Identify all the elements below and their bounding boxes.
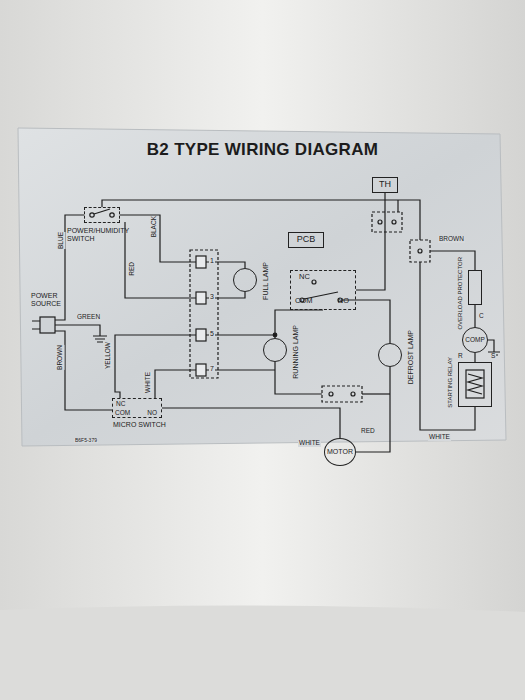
node-text: COMP — [465, 336, 485, 343]
node-text: NC — [299, 273, 310, 281]
lamp-symbol: RUNNING LAMP — [263, 338, 287, 362]
pin-name: C — [478, 313, 485, 320]
wire-label: POWER SOURCE — [30, 292, 72, 308]
node-text: OVERLOAD PROTECTOR — [457, 257, 464, 330]
node-text: NO — [147, 409, 157, 416]
relay-box: NC COM NO — [290, 270, 356, 310]
wire-label: WHITE — [428, 434, 451, 441]
node-text: STARTING RELAY — [447, 357, 454, 408]
terminal-number: 5 — [209, 330, 215, 337]
wire-label: BROWN — [56, 345, 65, 370]
base-shadow — [0, 605, 525, 700]
lamp-symbol: DEFROST LAMP — [378, 343, 402, 367]
wire-connector — [356, 193, 385, 290]
lamp-symbol: FULL LAMP — [233, 268, 257, 292]
wire-label: BROWN — [438, 236, 465, 243]
pin-name: S — [490, 353, 496, 360]
wire-label: WHITE — [298, 440, 321, 447]
compressor-symbol: COMP — [462, 327, 488, 353]
terminal-number: 7 — [209, 365, 215, 372]
node-text: TH — [379, 180, 391, 190]
thermostat-box: TH — [372, 177, 398, 193]
wire-label: YELLOW — [104, 342, 113, 369]
wire-label: BLACK — [150, 216, 159, 237]
relay-box: STARTING RELAY — [458, 362, 492, 407]
terminal-number: 1 — [209, 257, 215, 264]
pin-name: R — [457, 353, 464, 360]
wire-label: GREEN — [76, 314, 101, 321]
wire-label: RED — [128, 262, 137, 276]
node-text: NC — [116, 400, 125, 407]
wire-connector — [475, 353, 476, 362]
terminal-number: 3 — [209, 293, 215, 300]
node-text: MOTOR — [327, 448, 353, 456]
node-text: COM — [295, 297, 313, 305]
wire-connector — [162, 408, 340, 438]
node-text: PCB — [297, 235, 316, 245]
wire-label: WHITE — [144, 372, 153, 393]
wire-label: RED — [360, 428, 376, 435]
protector-box: OVERLOAD PROTECTOR — [468, 270, 482, 305]
node-text: NO — [338, 297, 349, 305]
wire-connector — [475, 305, 476, 327]
wires — [32, 200, 500, 430]
pcb-box: PCB — [288, 232, 324, 248]
switch-box: NCCOMNOMICRO SWITCH — [112, 398, 162, 418]
node-text: COM — [115, 409, 130, 416]
node-text: FULL LAMP — [262, 262, 270, 300]
node-text: RUNNING LAMP — [292, 325, 300, 379]
switch-box: POWER/HUMIDITY SWITCH — [84, 207, 120, 223]
node-text: POWER/HUMIDITY SWITCH — [67, 227, 151, 242]
wire-label: B6F5-379 — [74, 438, 98, 443]
sticker — [18, 128, 506, 446]
wire-label: BLUE — [57, 232, 66, 249]
motor-symbol: MOTOR — [324, 438, 356, 466]
node-text: MICRO SWITCH — [113, 421, 166, 429]
wire-connector — [356, 367, 390, 452]
diagram-title: B2 TYPE WIRING DIAGRAM — [0, 140, 525, 160]
node-text: DEFROST LAMP — [407, 330, 415, 384]
